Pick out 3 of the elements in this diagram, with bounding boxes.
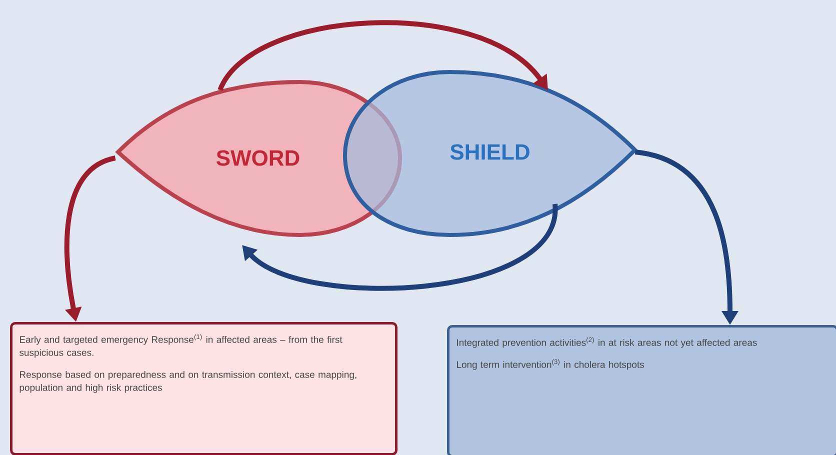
curved-arrow	[218, 20, 548, 92]
response-box: Early and targeted emergency Response$^{(1)}$ in affected areas – from the first suspicious cases. Response based on preparedness and on transmission context, case mapping, population and high risk practices	[10, 322, 398, 455]
prevention-box: Integrated prevention activities$^{(2)}$ in at risk areas not yet affected areas Long term intervention$^{(3)}$ in cholera hotspots	[447, 325, 836, 455]
